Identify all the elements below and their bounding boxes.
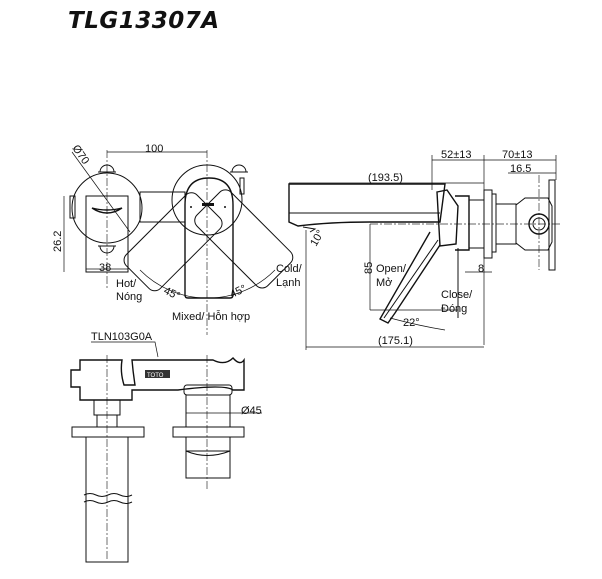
close-label: Close/ [441, 289, 473, 301]
angle-left-label: 45° [162, 285, 182, 303]
dim-reach-label: (175.1) [378, 335, 413, 347]
front-view: TLN103G0A TOTO Ø45 [70, 331, 262, 563]
hot-label: Hot/ [116, 278, 137, 290]
logo: TOTO [147, 373, 164, 379]
cold-label-vi: Lạnh [276, 277, 300, 289]
open-label-vi: Mở [376, 277, 392, 289]
dim-spout-length-label: (193.5) [368, 172, 403, 184]
dim-valve-label: 16.5 [510, 163, 531, 175]
part-number-label: TLN103G0A [91, 331, 153, 343]
mixed-label: Mixed/ Hỗn hợp [172, 310, 250, 323]
dim-diameter-45-label: Ø45 [241, 405, 262, 417]
dim-rough-label: 70±13 [502, 149, 533, 161]
dim-handle-angle-label: 22° [403, 317, 420, 329]
dim-height-label: 26.2 [52, 231, 64, 252]
cold-label: Cold/ [276, 263, 303, 275]
dim-diameter-label: Ø70 [70, 143, 92, 167]
dim-width-label: 100 [145, 143, 163, 155]
open-label: Open/ [376, 263, 407, 275]
dim-plate-label: 8 [478, 263, 484, 275]
dim-handle-height-label: 85 [363, 262, 375, 274]
top-view: 100 Ø70 26.2 38 Hot/ Nóng Cold/ Lạnh 45°… [52, 143, 303, 335]
model-title: TLG13307A [68, 8, 220, 34]
angle-right-label: 45° [228, 283, 248, 301]
close-label-vi: Đóng [441, 303, 467, 315]
hot-label-vi: Nóng [116, 291, 142, 303]
dim-wall-depth-label: 52±13 [441, 149, 472, 161]
dim-base-label: 38 [99, 262, 111, 274]
side-view: (193.5) 52±13 70±13 16.5 10° 85 Open/ Mở… [288, 149, 560, 350]
